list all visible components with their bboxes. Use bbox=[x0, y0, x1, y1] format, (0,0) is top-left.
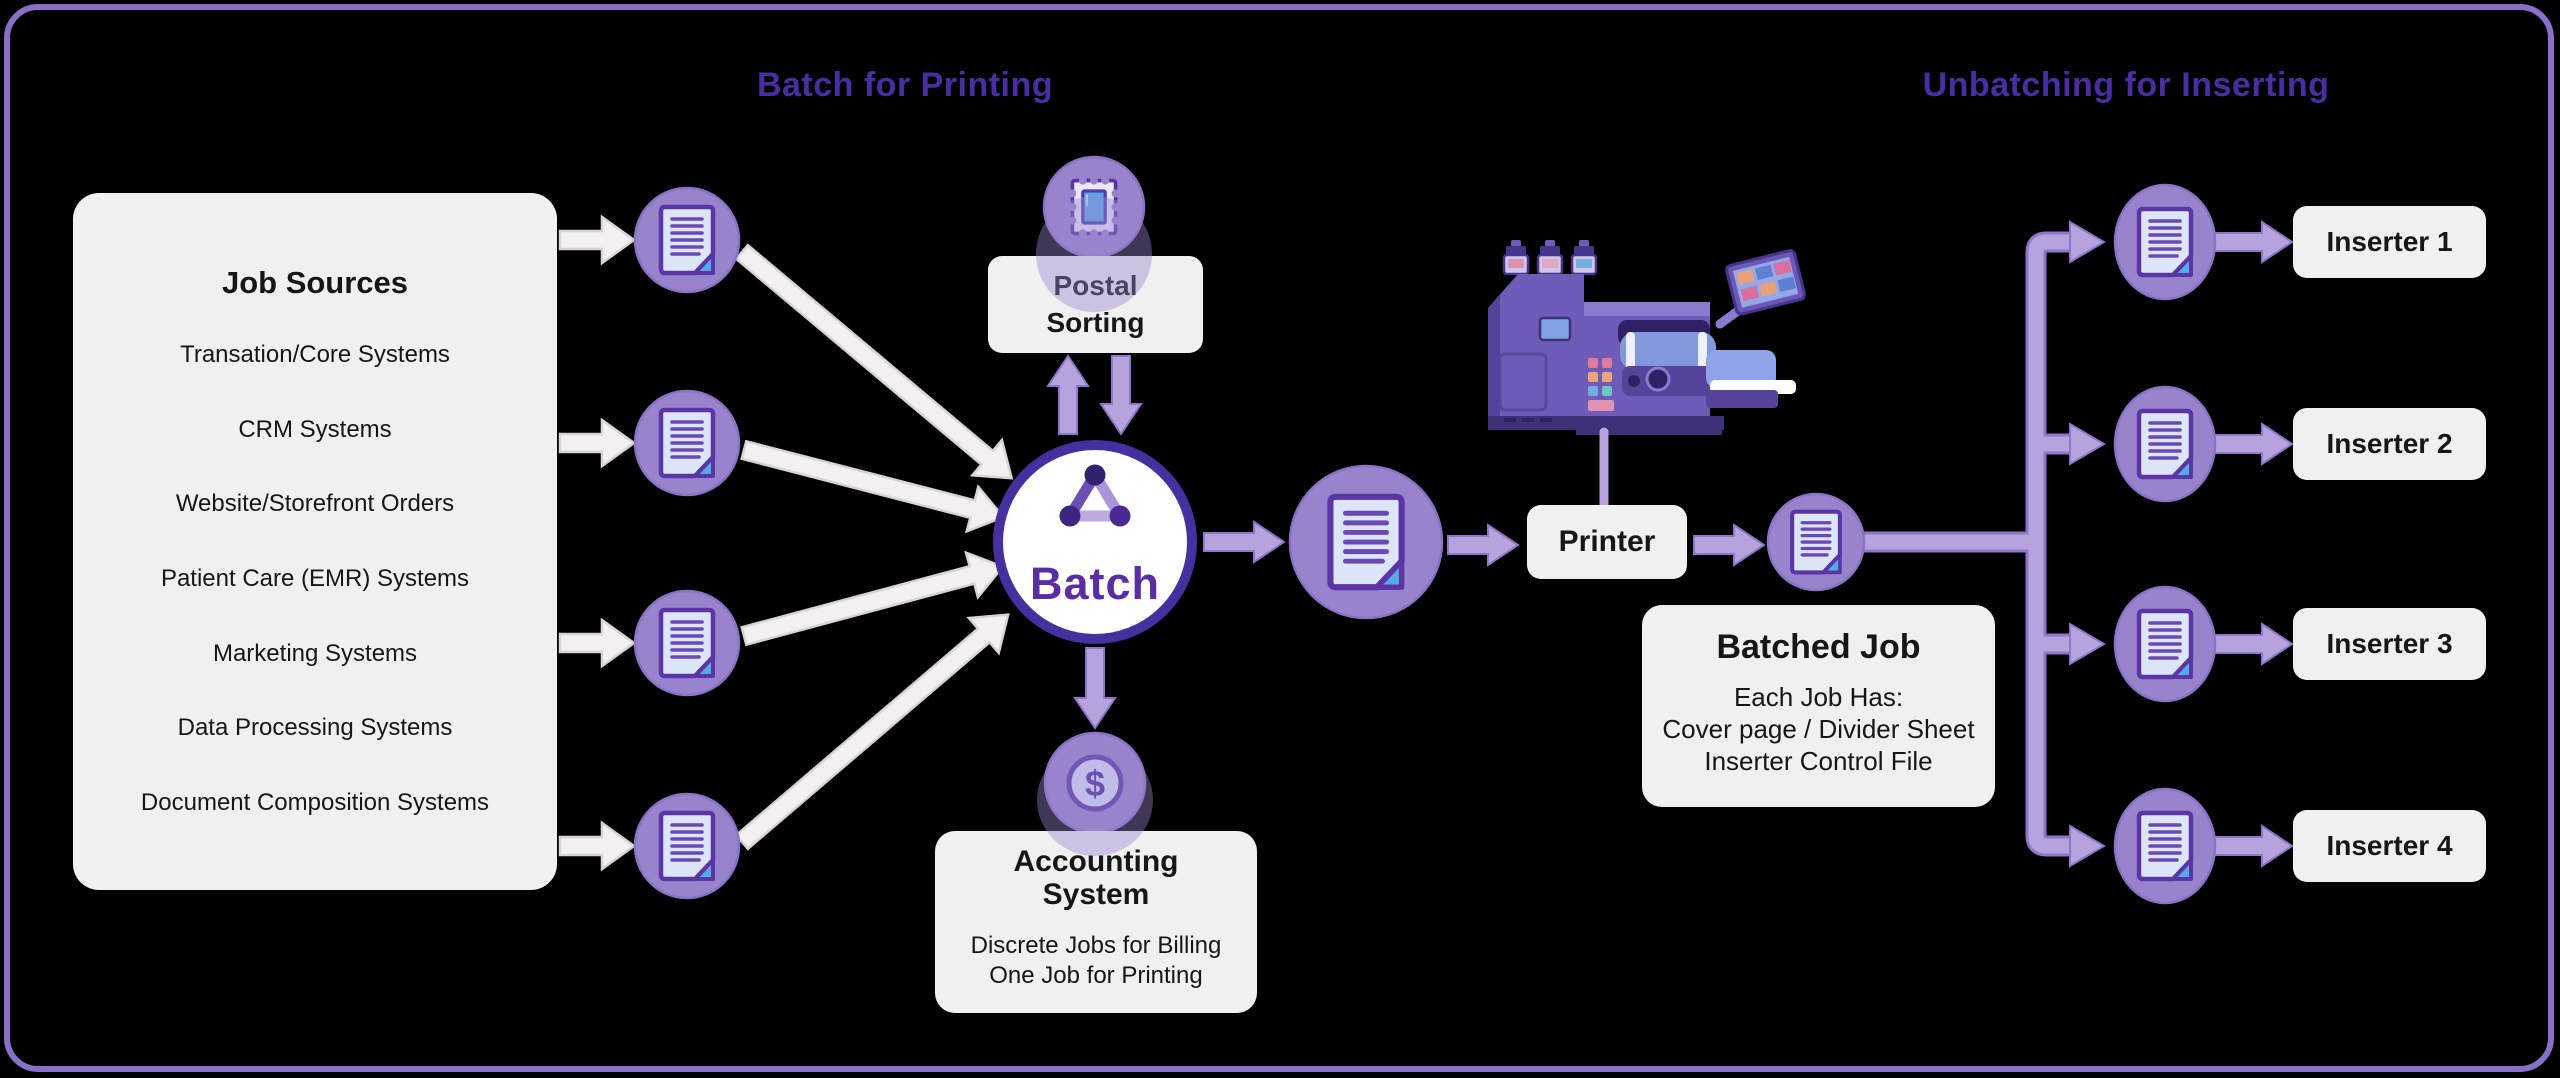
batch-label: Batch bbox=[1029, 558, 1161, 609]
arrow-doc2-batch bbox=[740, 439, 1006, 534]
arrow-batch-to-accounting bbox=[1073, 647, 1117, 730]
job-sources-box: Job Sources Transation/Core Systems CRM … bbox=[73, 193, 557, 890]
printer-screen bbox=[1725, 249, 1807, 316]
printer-buttons bbox=[1588, 358, 1614, 411]
batched-job-box: Batched Job Each Job Has: Cover page / D… bbox=[1642, 605, 1995, 807]
arrow-to-inserter-1-box bbox=[2213, 220, 2294, 264]
arrow-source-1 bbox=[558, 214, 637, 266]
inserter-doc-3 bbox=[2113, 585, 2217, 703]
title-batch-for-printing: Batch for Printing bbox=[756, 66, 1054, 104]
job-source-arrows bbox=[558, 214, 637, 872]
batched-job-line: Cover page / Divider Sheet bbox=[1662, 714, 1975, 744]
dollar-glyph: $ bbox=[1085, 763, 1105, 804]
arrow-batch-to-postal bbox=[1046, 354, 1090, 435]
arrow-printer-to-doc bbox=[1693, 523, 1766, 567]
source-doc-3 bbox=[633, 589, 741, 697]
source-doc-2 bbox=[633, 389, 741, 497]
inserter-2-box: Inserter 2 bbox=[2293, 408, 2486, 480]
batched-doc-badge bbox=[1288, 464, 1444, 620]
splitter-head-2 bbox=[2069, 422, 2106, 466]
batch-hub bbox=[993, 440, 1197, 644]
accounting-line: One Job for Printing bbox=[989, 962, 1203, 989]
printed-doc-badge bbox=[1766, 492, 1866, 592]
to-batch-arrows bbox=[734, 243, 1014, 851]
arrow-source-2 bbox=[558, 417, 637, 469]
splitter-head-4 bbox=[2069, 824, 2106, 868]
arrow-source-3 bbox=[558, 617, 637, 669]
splitter-head-1 bbox=[2069, 220, 2106, 264]
dollar-badge: $ bbox=[1043, 731, 1147, 835]
accounting-line: Discrete Jobs for Billing bbox=[970, 932, 1222, 959]
source-doc-4 bbox=[633, 792, 741, 900]
arrow-doc-to-printer bbox=[1447, 523, 1520, 567]
inserter-3-box: Inserter 3 bbox=[2293, 608, 2486, 680]
flow-arrows bbox=[1046, 220, 2294, 868]
job-source-item: Marketing Systems bbox=[212, 639, 418, 667]
arrow-to-inserter-2-box bbox=[2213, 422, 2294, 466]
inserter-doc-4 bbox=[2113, 787, 2217, 905]
arrow-doc3-batch bbox=[740, 550, 1005, 647]
arrow-to-inserter-4-box bbox=[2213, 824, 2294, 868]
job-source-item: Transation/Core Systems bbox=[180, 341, 450, 369]
job-source-item: Patient Care (EMR) Systems bbox=[160, 565, 470, 592]
job-sources-title: Job Sources bbox=[221, 264, 409, 300]
batched-job-line: Each Job Has: bbox=[1733, 682, 1904, 712]
inserter-4-box: Inserter 4 bbox=[2293, 810, 2486, 882]
ink-bottles bbox=[1502, 240, 1598, 276]
job-source-item: CRM Systems bbox=[238, 415, 392, 443]
source-doc-1 bbox=[633, 186, 741, 294]
arrow-batch-to-doc bbox=[1203, 520, 1286, 564]
title-unbatching-for-inserting: Unbatching for Inserting bbox=[1922, 66, 2330, 104]
arrow-source-4 bbox=[558, 820, 637, 872]
postal-stamp-badge bbox=[1042, 155, 1146, 259]
accounting-system-box: Accounting System Discrete Jobs for Bill… bbox=[935, 831, 1257, 1013]
batch-circle bbox=[993, 440, 1197, 644]
inserter-doc-2 bbox=[2113, 385, 2217, 503]
accounting-title: Accounting System bbox=[1013, 845, 1179, 911]
inserter-doc-1 bbox=[2113, 183, 2217, 301]
job-source-item: Document Composition Systems bbox=[140, 788, 490, 816]
arrow-doc4-batch bbox=[734, 613, 1010, 851]
job-source-item: Data Processing Systems bbox=[177, 714, 453, 742]
batched-job-line: Inserter Control File bbox=[1704, 746, 1933, 776]
printer-label: Printer bbox=[1558, 525, 1656, 558]
postal-sorting-label: Postal Sorting bbox=[1046, 270, 1145, 338]
postal-sorting-box: Postal Sorting bbox=[988, 256, 1203, 353]
dollar-icon: $ bbox=[1066, 754, 1124, 812]
batch-logo bbox=[1059, 464, 1131, 527]
printer-illustration bbox=[1488, 240, 1807, 435]
arrow-postal-to-batch bbox=[1099, 355, 1143, 436]
arrow-doc1-batch bbox=[734, 243, 1014, 480]
inserter-1-box: Inserter 1 bbox=[2293, 206, 2486, 278]
splitter-head-3 bbox=[2069, 622, 2106, 666]
unbatch-splitter bbox=[1862, 220, 2106, 868]
batched-job-title: Batched Job bbox=[1716, 628, 1921, 666]
job-source-item: Website/Storefront Orders bbox=[175, 490, 455, 518]
printer-box: Printer bbox=[1527, 505, 1687, 579]
stamp-icon bbox=[1068, 176, 1120, 238]
arrow-to-inserter-3-box bbox=[2213, 622, 2294, 666]
